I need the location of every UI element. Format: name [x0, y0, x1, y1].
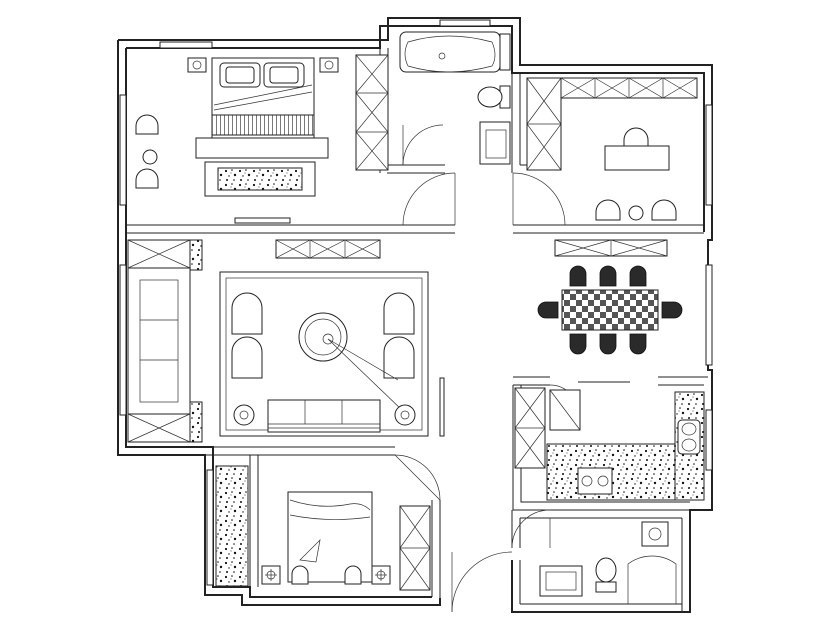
living-room — [127, 239, 445, 443]
wardrobe — [526, 77, 562, 171]
dining-chair — [537, 265, 683, 355]
bathroom-bottom — [539, 521, 677, 604]
rug — [219, 271, 429, 437]
study — [526, 77, 698, 221]
pantry-cabinet — [514, 387, 546, 469]
master-bedroom — [135, 54, 389, 197]
wardrobe — [399, 505, 431, 591]
bathtub — [399, 31, 501, 73]
sideboard — [554, 239, 668, 257]
washbasin — [539, 565, 583, 597]
toilet — [595, 557, 617, 593]
side-table — [142, 149, 158, 165]
armchair — [383, 336, 415, 379]
bay-window-seat — [215, 465, 249, 587]
desk — [604, 145, 670, 171]
tv-cabinet — [275, 239, 381, 259]
sofa — [127, 267, 191, 415]
nightstand — [187, 57, 207, 73]
stove — [577, 467, 613, 495]
washbasin — [479, 121, 511, 165]
second-bedroom — [215, 465, 431, 591]
tv — [439, 377, 445, 437]
bench — [204, 161, 316, 197]
armchair — [595, 199, 621, 221]
armchair — [651, 199, 677, 221]
bathroom-top — [399, 31, 511, 165]
windows — [119, 19, 713, 586]
sink — [677, 419, 701, 455]
armchair — [231, 336, 263, 379]
double-bed — [195, 57, 329, 159]
armchair — [383, 292, 415, 335]
dining-table — [561, 289, 659, 331]
nightstand — [371, 565, 391, 585]
wardrobe — [355, 54, 389, 171]
armchair — [135, 114, 159, 189]
shower — [627, 521, 677, 604]
side-table — [628, 205, 644, 221]
nightstand — [261, 565, 281, 585]
side-table — [233, 404, 255, 426]
dining-room — [537, 239, 683, 355]
kitchen — [514, 387, 705, 501]
shelf — [560, 77, 698, 99]
side-table — [394, 404, 416, 426]
three-seat-sofa — [267, 399, 381, 433]
doors — [394, 124, 579, 613]
cabinet — [127, 239, 203, 443]
nightstand — [319, 57, 339, 73]
coffee-table — [298, 312, 405, 413]
toilet — [477, 85, 511, 109]
armchair — [231, 292, 263, 335]
desk-chair — [623, 127, 649, 147]
